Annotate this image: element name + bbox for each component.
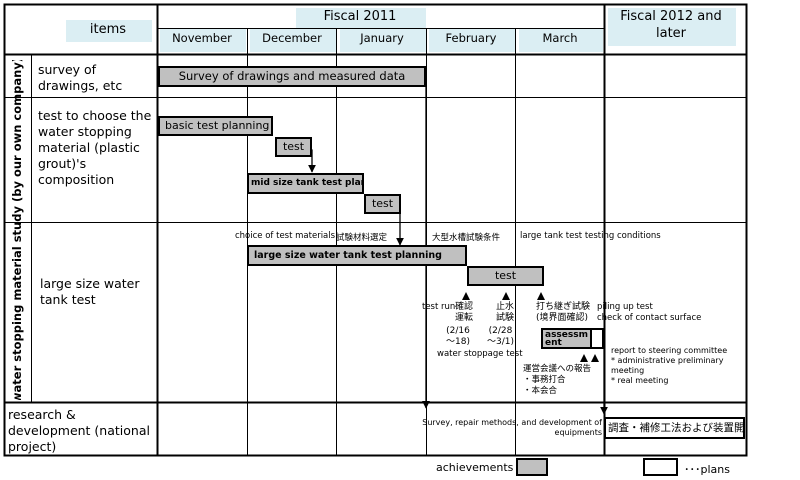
bar-test-2: test [364, 194, 401, 214]
legend-achievements-swatch [516, 458, 548, 476]
fiscal-2011-header: Fiscal 2011 [323, 9, 397, 24]
legend-achievements-label: achievements [436, 461, 514, 474]
bar-assessment-plan [590, 328, 604, 349]
note-water-stoppage-date: (2/28 ～3/1) [487, 326, 514, 347]
month-december-bg [250, 28, 336, 52]
note-steering-jp: 運営会議への報告 ・事務打合 ・本会合 [523, 364, 592, 396]
note-choice-test-materials: choice of test materials [235, 231, 336, 241]
month-january: January [360, 31, 404, 45]
bar-basic-test-planning: basic test planning [158, 116, 273, 136]
note-test-run-jp: 確認 運転 [455, 302, 474, 323]
month-february: February [445, 31, 497, 45]
row-label-test-choose: test to choose the water stopping materi… [38, 108, 152, 187]
note-test-run: test run [422, 302, 456, 312]
items-header: items [89, 22, 127, 37]
legend-plans-swatch [643, 458, 678, 476]
note-choice-test-materials-jp: 試験材料選定 [336, 233, 388, 243]
note-large-tank-conditions: large tank test testing conditions [520, 231, 661, 241]
legend-plans-label: ･･･plans [684, 463, 730, 476]
row-label-rnd: research & development (national project… [8, 407, 150, 454]
bar-survey-drawings: Survey of drawings and measured data [158, 66, 426, 87]
items-header-bg [66, 20, 152, 42]
note-water-stoppage: water stoppage test [437, 349, 523, 359]
month-march: March [542, 31, 578, 45]
vertical-section-label-text: water stopping material study (by our ow… [10, 60, 24, 400]
bar-mid-size-plan: mid size tank test plan [247, 173, 364, 194]
note-water-stoppage-jp: 止水 試験 [496, 302, 515, 323]
row-label-survey: survey of drawings, etc [38, 62, 123, 93]
fiscal-2012-header-bg [608, 8, 736, 46]
month-december: December [262, 31, 322, 45]
fiscal-2011-header-bg [296, 8, 426, 28]
month-january-bg [340, 28, 426, 52]
bar-rnd-plan: 調査・補修工法および装置開発 [604, 417, 745, 439]
note-test-run-date: (2/16 ～18) [446, 326, 470, 347]
note-piling-up-jp: 打ち継ぎ試験 (境界面確認) [536, 302, 591, 323]
vertical-section-label: water stopping material study (by our ow… [10, 60, 24, 400]
bar-large-tank-planning: large size water tank test planning [247, 245, 467, 266]
bar-assessment-label: assessment [545, 330, 588, 348]
row-label-large-tank: large size water tank test [40, 276, 140, 307]
month-november: November [172, 31, 232, 45]
bar-test-3: test [467, 266, 544, 286]
note-rnd-desc: Survey, repair methods, and development … [422, 418, 602, 437]
note-piling-up: piling up test check of contact surface [597, 302, 702, 323]
fiscal-2012-header: Fiscal 2012 and later [620, 9, 722, 41]
note-steering: report to steering committee * administr… [611, 346, 728, 385]
note-large-tank-conditions-jp: 大型水槽試験条件 [432, 233, 501, 243]
bar-test-1: test [275, 137, 312, 157]
